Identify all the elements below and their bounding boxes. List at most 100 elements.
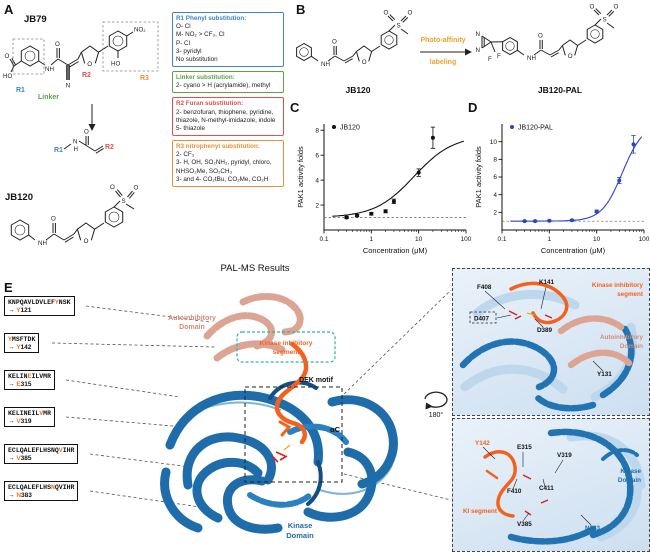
pal-furan-o: O	[568, 53, 573, 60]
inset-top: F408 K141 D407 D389 Y131 Kinase inhibito…	[452, 268, 650, 416]
r1-label: R1	[16, 87, 25, 94]
substitution-box-line: 2- CF₃	[176, 151, 195, 159]
svg-text:8: 8	[315, 127, 319, 134]
pal-f1: F	[488, 56, 492, 63]
peptide-box: ECLQALEFLHSNQVIHR→ N383	[4, 481, 79, 501]
residue-e315: E315	[517, 444, 532, 451]
jb120-title: JB120	[5, 192, 33, 203]
peptide-box: YMSFTDK→ Y142	[4, 333, 40, 353]
substitution-box-title: R2 Furan substitution:	[176, 100, 244, 108]
scaffold-r1: R1	[54, 147, 63, 154]
dek-motif-label: DEK motif	[299, 377, 334, 384]
svg-text:1: 1	[370, 236, 374, 243]
jb120-nh: NH	[38, 240, 47, 247]
svg-text:100: 100	[461, 236, 472, 243]
inset-top-leaders	[484, 286, 604, 372]
panel-e-label: E	[4, 280, 13, 295]
panel-b-label: B	[296, 2, 306, 17]
peptide-residue: → N383	[8, 491, 32, 499]
jb79-amide-o: O	[55, 41, 60, 48]
substitution-box-line: 2- benzofuran, thiophene, pyridine, thia…	[176, 108, 276, 124]
scaffold-h: H	[74, 146, 78, 153]
photoaffinity-label-1: Photo-affinity	[420, 37, 465, 44]
jb79-acid-o: O	[5, 53, 10, 60]
inset-top-ki-label-1: Kinase inhibitory	[592, 282, 644, 289]
peptide-box: KELINEILVMR→ E315	[4, 370, 55, 390]
inset-top-ki-ribbon	[509, 281, 569, 325]
pal-f2: F	[497, 53, 501, 60]
peptide-sequence: YMSFTDK	[8, 335, 36, 343]
substitution-box-title: R3 nitrophenyl substitution:	[176, 143, 260, 151]
pal-s: S	[603, 17, 607, 24]
substitution-box-title: R1 Phenyl substitution:	[176, 15, 247, 22]
jb120-skeleton	[10, 189, 135, 243]
peptide-residue: → V319	[8, 417, 32, 425]
inset-bottom-kinase-ribbons	[507, 428, 639, 545]
inset-top-aid-ribbons	[557, 315, 633, 369]
substitution-box-line: No substitution	[176, 55, 218, 63]
alpha-c-label: αC	[330, 425, 341, 434]
autoinhibitory-domain-label-1: Autoinhibitory	[168, 315, 216, 322]
substitution-box-line: 3- pyridyl	[176, 47, 202, 55]
panelb-jb120-skeleton	[296, 14, 409, 64]
jb79-nitro: NO₂	[134, 27, 146, 34]
autoinhibitory-domain-ribbons	[203, 292, 304, 362]
svg-text:6: 6	[493, 174, 497, 181]
substitution-box-line: M- NO₂ > CF₃, Cl	[176, 31, 225, 39]
pal-diazirine-n2: N	[476, 47, 480, 54]
peptide-box: ECLQALEFLHSNQVIHR→ V385	[4, 444, 79, 464]
residue-k141: K141	[539, 279, 555, 286]
kinase-domain-loops	[268, 380, 323, 506]
svg-text:8: 8	[493, 157, 497, 164]
rotation-180-icon: 180°	[424, 391, 448, 419]
peptide-sequence: KNPQAVLDVLEFYNSK	[8, 298, 71, 306]
jb79-cyano-n: N	[66, 83, 70, 90]
inset-bottom-ki-ribbon	[483, 450, 517, 518]
r1-dashed-box	[12, 38, 45, 75]
rotation-180-label: 180°	[429, 411, 444, 419]
svg-text:0.1: 0.1	[497, 236, 506, 243]
svg-text:2: 2	[315, 202, 319, 209]
svg-text:0.1: 0.1	[319, 236, 328, 243]
inset-top-aid-label-1: Autoinhibitory	[600, 334, 644, 341]
svg-text:PAK1 activity folds: PAK1 activity folds	[296, 146, 305, 208]
svg-text:6: 6	[315, 152, 319, 159]
ki-segment-callout-box	[236, 331, 336, 363]
pb-jb120-nh: NH	[321, 61, 330, 68]
residue-y131: Y131	[597, 371, 612, 378]
photoaffinity-label-2: labeling	[430, 59, 456, 66]
pal-so2: O	[614, 4, 619, 11]
inset-bottom-cartoon: Y142 E315 V319 F410 C411 V385 N383 Kinas…	[463, 428, 646, 545]
jb79-skeleton	[9, 30, 134, 80]
d407-dashed-box	[469, 311, 497, 324]
pb-pal-title: JB120-PAL	[538, 85, 582, 95]
svg-text:JB120-PAL: JB120-PAL	[518, 125, 553, 132]
jb79-phenol-oh: HO	[111, 61, 120, 68]
panel-c-label: C	[290, 100, 300, 115]
inset-bottom-sticks	[522, 474, 549, 516]
inset-bottom-kd-label-2: Domain	[618, 477, 641, 484]
substitution-box: R2 Furan substitution:2- benzofuran, thi…	[172, 97, 284, 137]
inset-bottom-leaders	[482, 446, 592, 526]
svg-text:4: 4	[315, 177, 319, 184]
pak1-structure-cartoon: Autoinhibitory Domain Kinase inhibitory …	[160, 292, 398, 540]
peptide-residue: → V385	[8, 454, 32, 462]
peptide-box: KELINEILVMR→ V319	[4, 407, 55, 427]
panel-a-structures: JB79 O HO NH O N O NO₂ HO	[3, 14, 159, 247]
svg-text:10: 10	[490, 139, 498, 146]
residue-v385: V385	[517, 521, 532, 528]
residue-c411: C411	[539, 485, 554, 492]
r3-label: R3	[140, 75, 149, 82]
autoinhibitory-domain-label-2: Domain	[179, 324, 205, 331]
svg-text:PAK1 activity folds: PAK1 activity folds	[474, 146, 483, 208]
pal-diazirine-n1: N	[476, 31, 480, 38]
ki-segment-ribbon	[274, 341, 309, 445]
residue-d407: D407	[474, 316, 490, 323]
ki-segment-label-1: Kinase inhibitory	[260, 340, 313, 347]
svg-text:Concentration (μM): Concentration (μM)	[363, 246, 428, 255]
jb120-so-1: O	[110, 184, 115, 191]
pb-jb120-so2: O	[408, 10, 413, 17]
